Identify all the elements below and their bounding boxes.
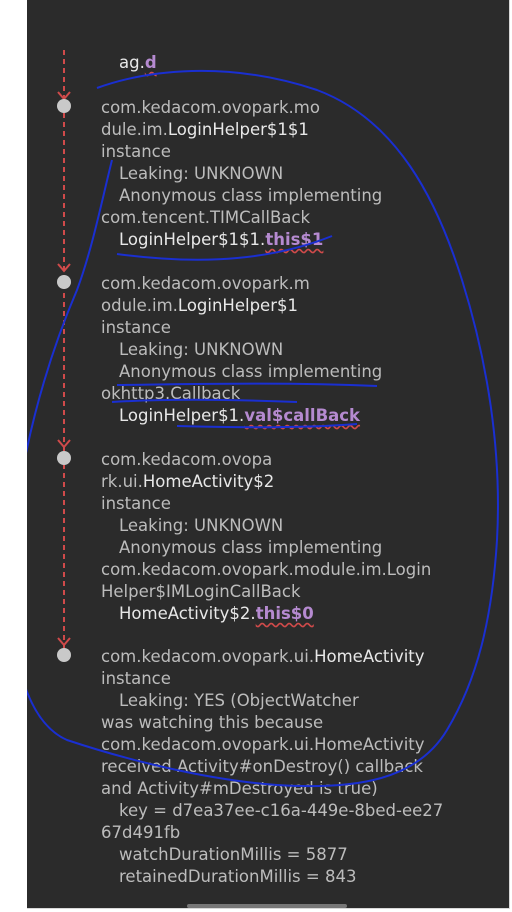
trace-node: [57, 99, 71, 113]
node-description: Anonymous class implementing: [119, 186, 383, 205]
leaking-status: Leaking: UNKNOWN: [119, 516, 284, 535]
reference-line: LoginHelper$1.val$callBack: [119, 406, 361, 425]
node-class: dule.im.LoginHelper$1$1: [101, 120, 309, 139]
node-kind: instance: [101, 669, 171, 688]
trace-node: [57, 451, 71, 465]
first-reference: ag.d: [119, 53, 157, 72]
leaking-status: Leaking: YES (ObjectWatcher: [119, 691, 359, 710]
node-class: com.kedacom.ovopark.m: [101, 274, 310, 293]
node-class: com.kedacom.ovopark.ui.HomeActivity: [101, 647, 425, 666]
node-description: Anonymous class implementing: [119, 538, 383, 557]
node-description: was watching this because: [101, 713, 324, 732]
node-kind: instance: [101, 318, 171, 337]
leaking-status: Leaking: UNKNOWN: [119, 164, 284, 183]
node-description: Anonymous class implementing: [119, 362, 383, 381]
trace-node: [57, 275, 71, 289]
horizontal-scrollbar[interactable]: [187, 904, 347, 908]
node-class: odule.im.LoginHelper$1: [101, 296, 298, 315]
leaking-status: Leaking: UNKNOWN: [119, 340, 284, 359]
node-class: com.kedacom.ovopark.mo: [101, 98, 320, 117]
node-key: 67d491fb: [101, 823, 181, 842]
reference-line: LoginHelper$1$1.this$1: [119, 230, 324, 249]
node-description: received Activity#onDestroy() callback: [101, 757, 423, 776]
node-description: and Activity#mDestroyed is true): [101, 779, 378, 798]
node-description: Helper$IMLoginCallBack: [101, 582, 301, 601]
node-class: com.kedacom.ovopa: [101, 450, 273, 469]
node-description: com.kedacom.ovopark.ui.HomeActivity: [101, 735, 425, 754]
node-class: rk.ui.HomeActivity$2: [101, 472, 275, 491]
node-description: com.tencent.TIMCallBack: [101, 208, 310, 227]
trace-node: [57, 648, 71, 662]
retained-duration: retainedDurationMillis = 843: [119, 867, 357, 886]
node-kind: instance: [101, 494, 171, 513]
node-description: com.kedacom.ovopark.module.im.Login: [101, 560, 432, 579]
reference-line: HomeActivity$2.this$0: [119, 604, 314, 623]
reference-field: this$1: [265, 230, 324, 249]
watch-duration: watchDurationMillis = 5877: [119, 845, 348, 864]
node-kind: instance: [101, 142, 171, 161]
reference-field: this$0: [255, 604, 314, 623]
reference-field: val$callBack: [244, 406, 361, 425]
node-key: key = d7ea37ee-c16a-449e-8bed-ee27: [119, 801, 444, 820]
leak-trace-panel: ag.d com.kedacom.ovopark.mo dule.im.Logi…: [27, 0, 510, 909]
node-description: okhttp3.Callback: [101, 384, 241, 403]
reference-field: d: [144, 53, 157, 72]
